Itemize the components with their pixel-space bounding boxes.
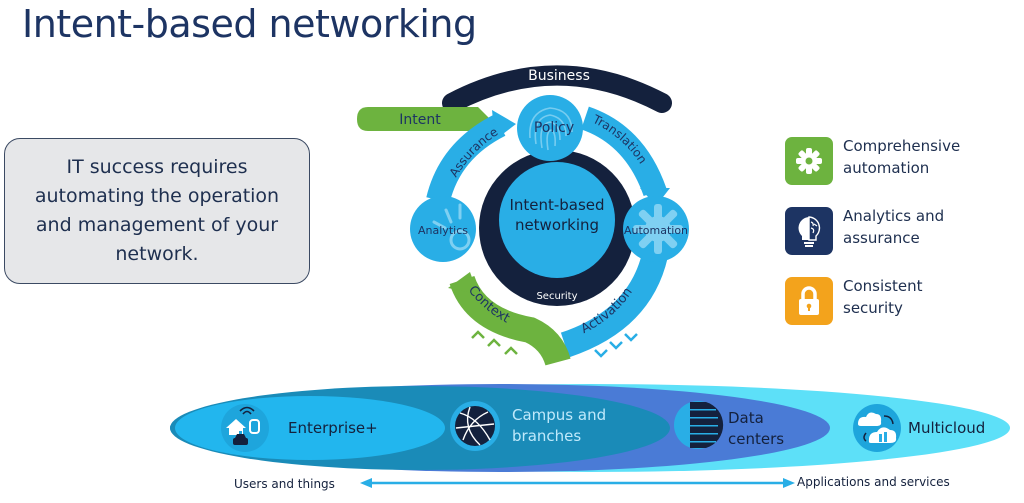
policy-label: Policy	[534, 120, 574, 136]
legend-label-line2: security	[843, 299, 903, 317]
legend-label: Analytics and assurance	[843, 205, 983, 249]
server-rack-icon	[674, 401, 724, 449]
globe-network-icon	[450, 401, 500, 451]
gear-icon	[633, 204, 683, 254]
callout-box: IT success requires automating the opera…	[4, 138, 310, 284]
datacenter-label-line2: centers	[728, 430, 784, 448]
legend-label-line1: Comprehensive	[843, 137, 961, 155]
legend-item-security: Consistent security	[785, 277, 983, 325]
axis-left-label: Users and things	[234, 477, 335, 491]
center-hub: Intent-based networking Security	[479, 150, 635, 306]
page-title: Intent-based networking	[22, 2, 477, 46]
multicloud-icon	[853, 404, 901, 452]
datacenter-label-line1: Data	[728, 409, 764, 427]
intent-label: Intent	[399, 112, 441, 128]
center-title-line2: networking	[515, 216, 599, 234]
activation-chevrons	[594, 333, 638, 358]
translation-label: Translation	[590, 112, 650, 167]
legend-item-analytics: Analytics and assurance	[785, 207, 983, 255]
business-label: Business	[528, 68, 590, 84]
enterprise-label: Enterprise+	[288, 419, 378, 437]
svg-text:Translation: Translation	[590, 112, 650, 167]
lightbulb-brain-icon	[785, 207, 833, 255]
campus-label-line1: Campus and	[512, 406, 606, 424]
multicloud-label: Multicloud	[908, 419, 985, 437]
axis-arrow	[360, 478, 795, 488]
policy-node: Policy	[517, 95, 583, 161]
enterprise-devices-icon	[221, 404, 269, 452]
legend-label-line2: assurance	[843, 229, 920, 247]
legend-label-line2: automation	[843, 159, 930, 177]
business-arc: Business	[442, 65, 672, 113]
campus-label-line2: branches	[512, 427, 581, 445]
legend-label-line1: Consistent	[843, 277, 923, 295]
analytics-node: Analytics	[410, 196, 476, 262]
automation-node: Automation	[623, 196, 689, 262]
legend-label-line1: Analytics and	[843, 207, 945, 225]
intent-tag: Intent	[357, 107, 490, 131]
legend-label: Consistent security	[843, 275, 983, 319]
legend-label: Comprehensive automation	[843, 135, 983, 179]
fingerprint-icon	[529, 107, 573, 151]
analytics-label: Analytics	[418, 224, 468, 237]
center-title-line1: Intent-based	[509, 196, 604, 214]
axis-right-label: Applications and services	[797, 475, 950, 489]
automation-label: Automation	[624, 224, 688, 237]
analytics-burst-icon	[432, 203, 471, 251]
context-chevrons	[471, 330, 518, 355]
callout-text: IT success requires automating the opera…	[34, 156, 280, 265]
security-label: Security	[536, 291, 577, 302]
domain-band	[170, 384, 1010, 472]
legend-item-automation: Comprehensive automation	[785, 137, 983, 185]
padlock-icon	[785, 277, 833, 325]
gear-icon	[785, 137, 833, 185]
